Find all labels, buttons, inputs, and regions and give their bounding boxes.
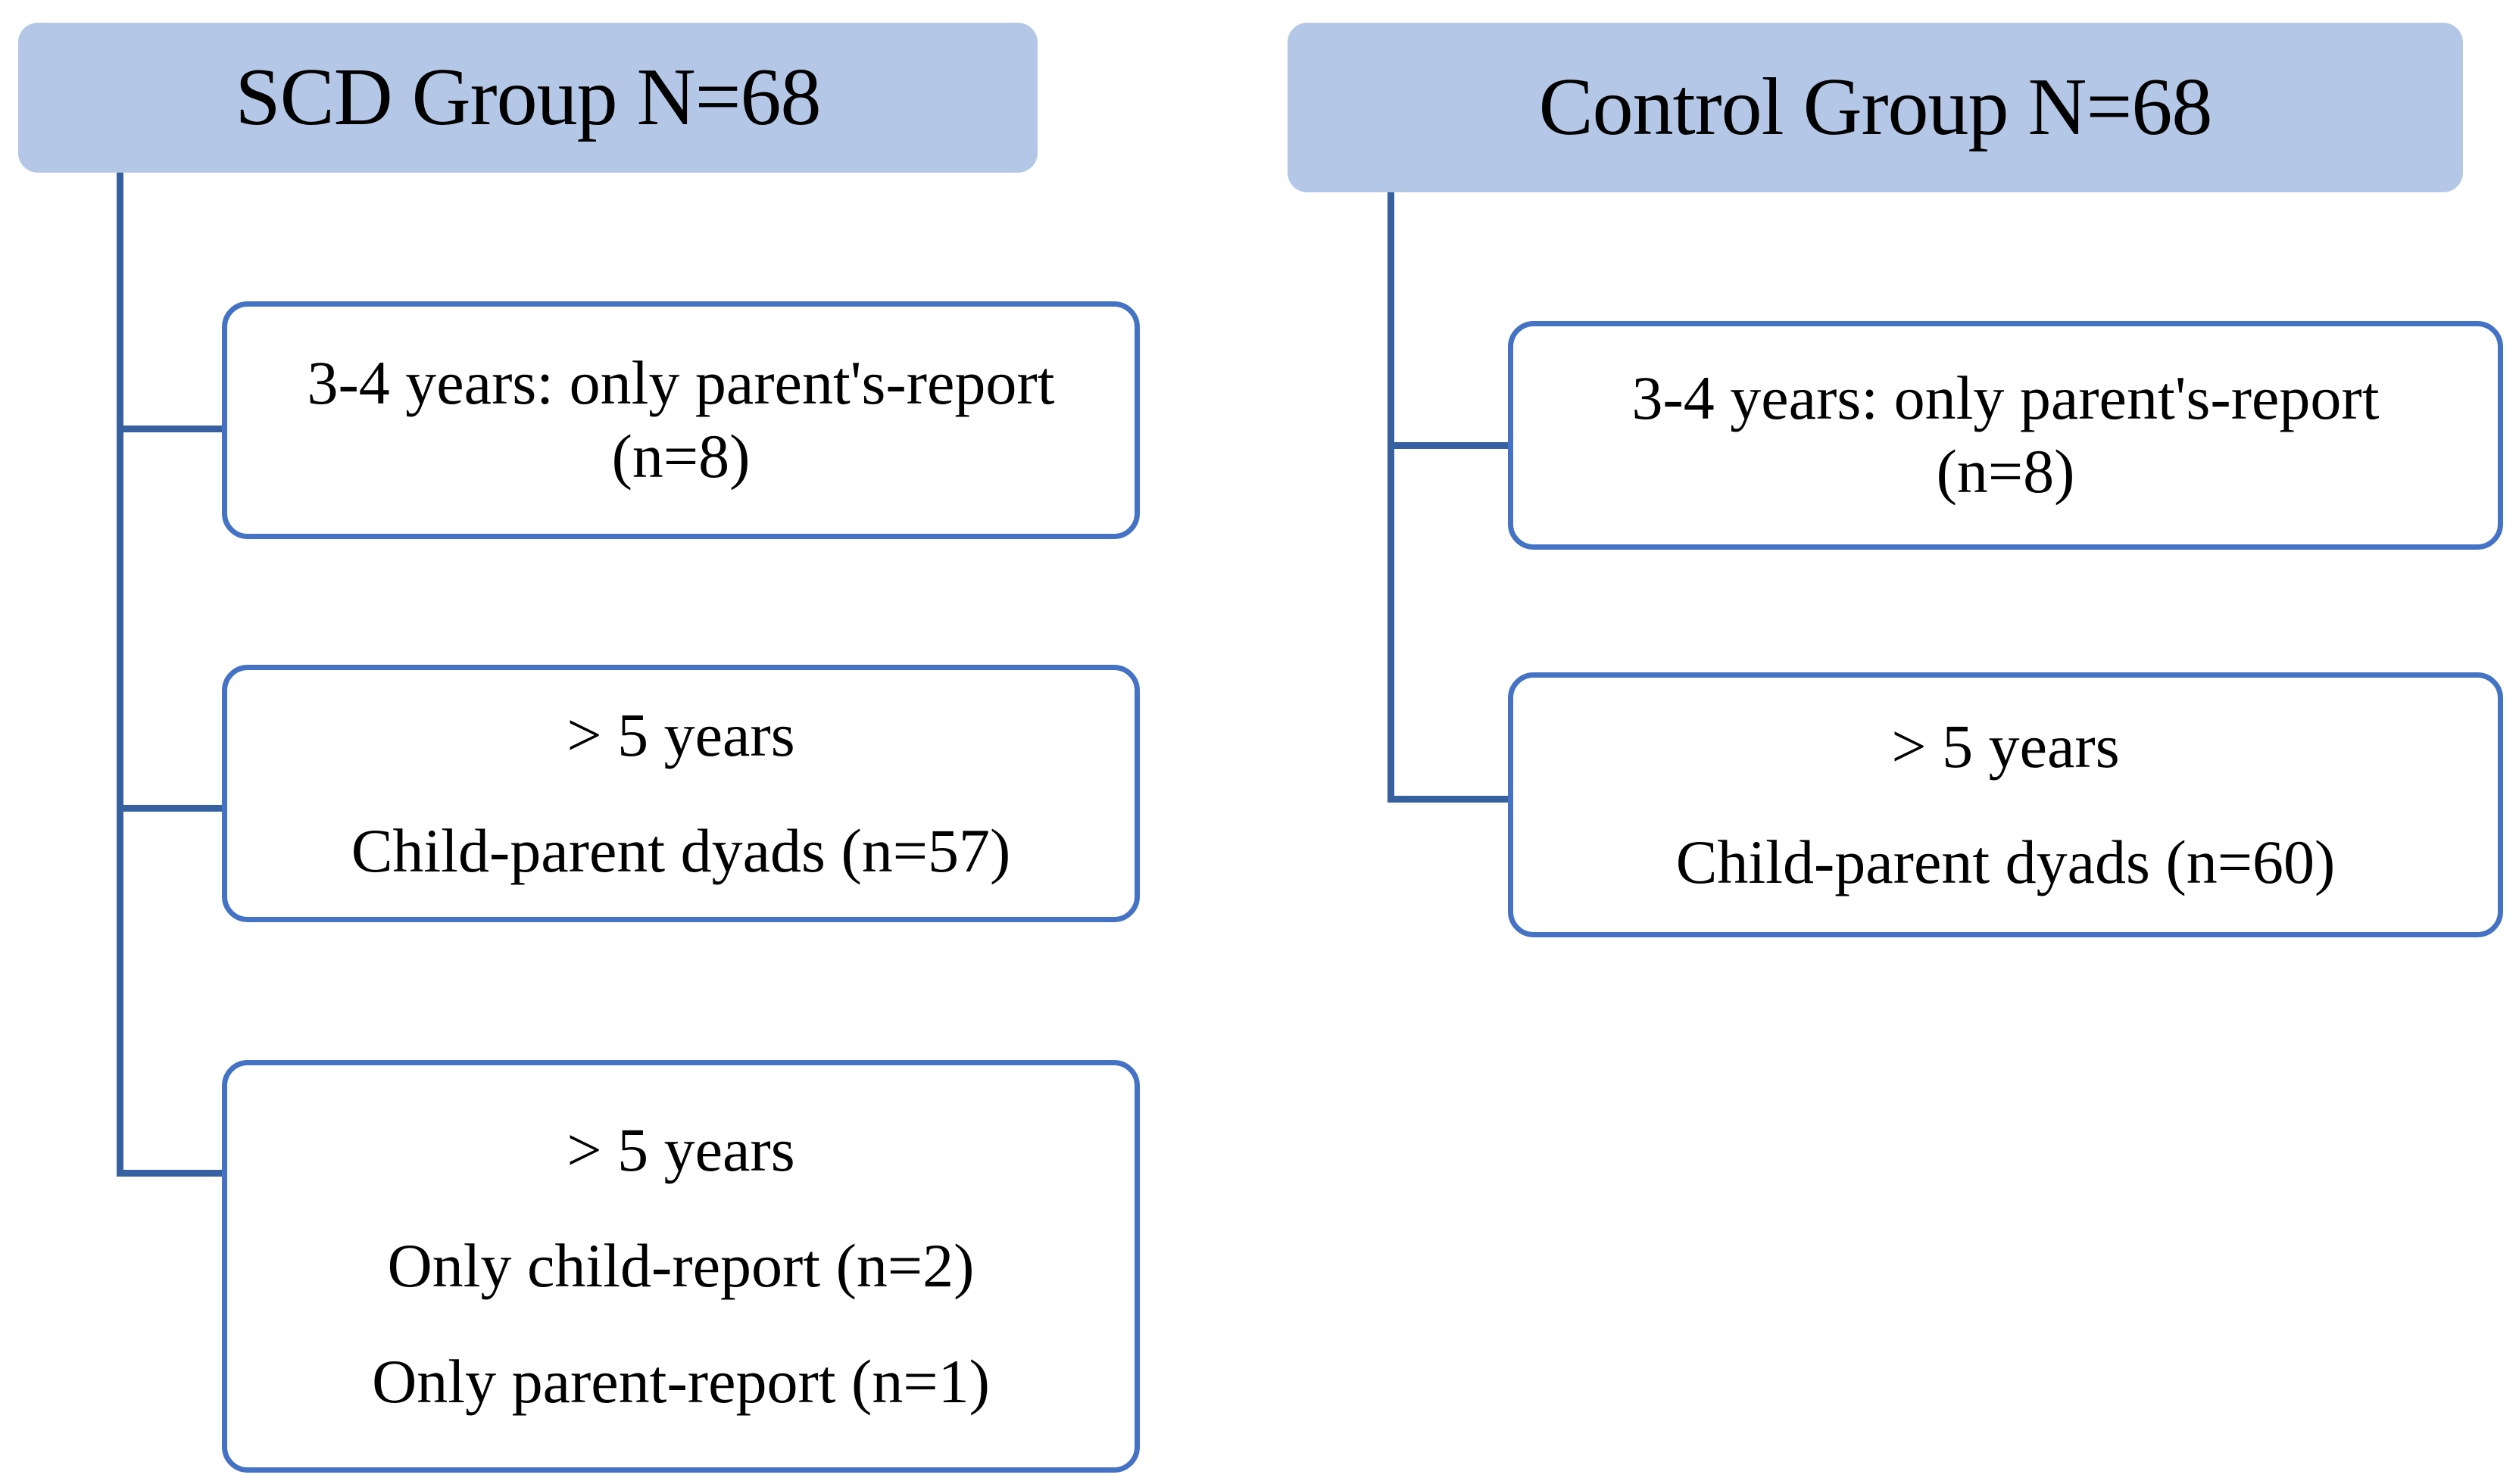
node-box-control-over-5-dyads[interactable]: > 5 years Child-parent dyads (n=60) (1508, 672, 2503, 937)
connector-branch-scd-1 (117, 426, 226, 432)
node-line-dyads: Child-parent dyads (n=57) (351, 816, 1011, 885)
connector-branch-scd-2 (117, 805, 226, 812)
node-line-dyads: Child-parent dyads (n=60) (1675, 828, 2336, 896)
node-line-age-band: > 5 years (1891, 712, 2120, 781)
connector-trunk-control (1387, 192, 1394, 803)
connector-branch-scd-3 (117, 1170, 226, 1177)
connector-branch-control-2 (1387, 796, 1512, 803)
node-line-age-band: > 5 years (567, 1115, 795, 1185)
node-box-scd-over-5-dyads[interactable]: > 5 years Child-parent dyads (n=57) (222, 665, 1140, 922)
node-line-primary: 3-4 years: only parent's-report (307, 348, 1055, 418)
header-label-scd-group: SCD Group N=68 (235, 51, 822, 142)
connector-branch-control-1 (1387, 442, 1512, 449)
node-line-count: (n=8) (611, 422, 751, 491)
connector-trunk-scd (117, 173, 123, 1177)
header-box-scd-group[interactable]: SCD Group N=68 (18, 23, 1038, 173)
node-line-primary: 3-4 years: only parent's-report (1631, 363, 2380, 433)
node-box-control-3-4-years[interactable]: 3-4 years: only parent's-report (n=8) (1508, 321, 2503, 550)
node-line-count: (n=8) (1936, 437, 2075, 506)
node-line-parent-report: Only parent-report (n=1) (372, 1346, 990, 1416)
node-box-scd-3-4-years[interactable]: 3-4 years: only parent's-report (n=8) (222, 301, 1140, 539)
header-box-control-group[interactable]: Control Group N=68 (1288, 23, 2463, 192)
header-label-control-group: Control Group N=68 (1538, 61, 2213, 152)
node-line-child-report: Only child-report (n=2) (387, 1231, 975, 1301)
node-box-scd-over-5-partial[interactable]: > 5 years Only child-report (n=2) Only p… (222, 1060, 1140, 1473)
node-line-age-band: > 5 years (567, 700, 795, 770)
